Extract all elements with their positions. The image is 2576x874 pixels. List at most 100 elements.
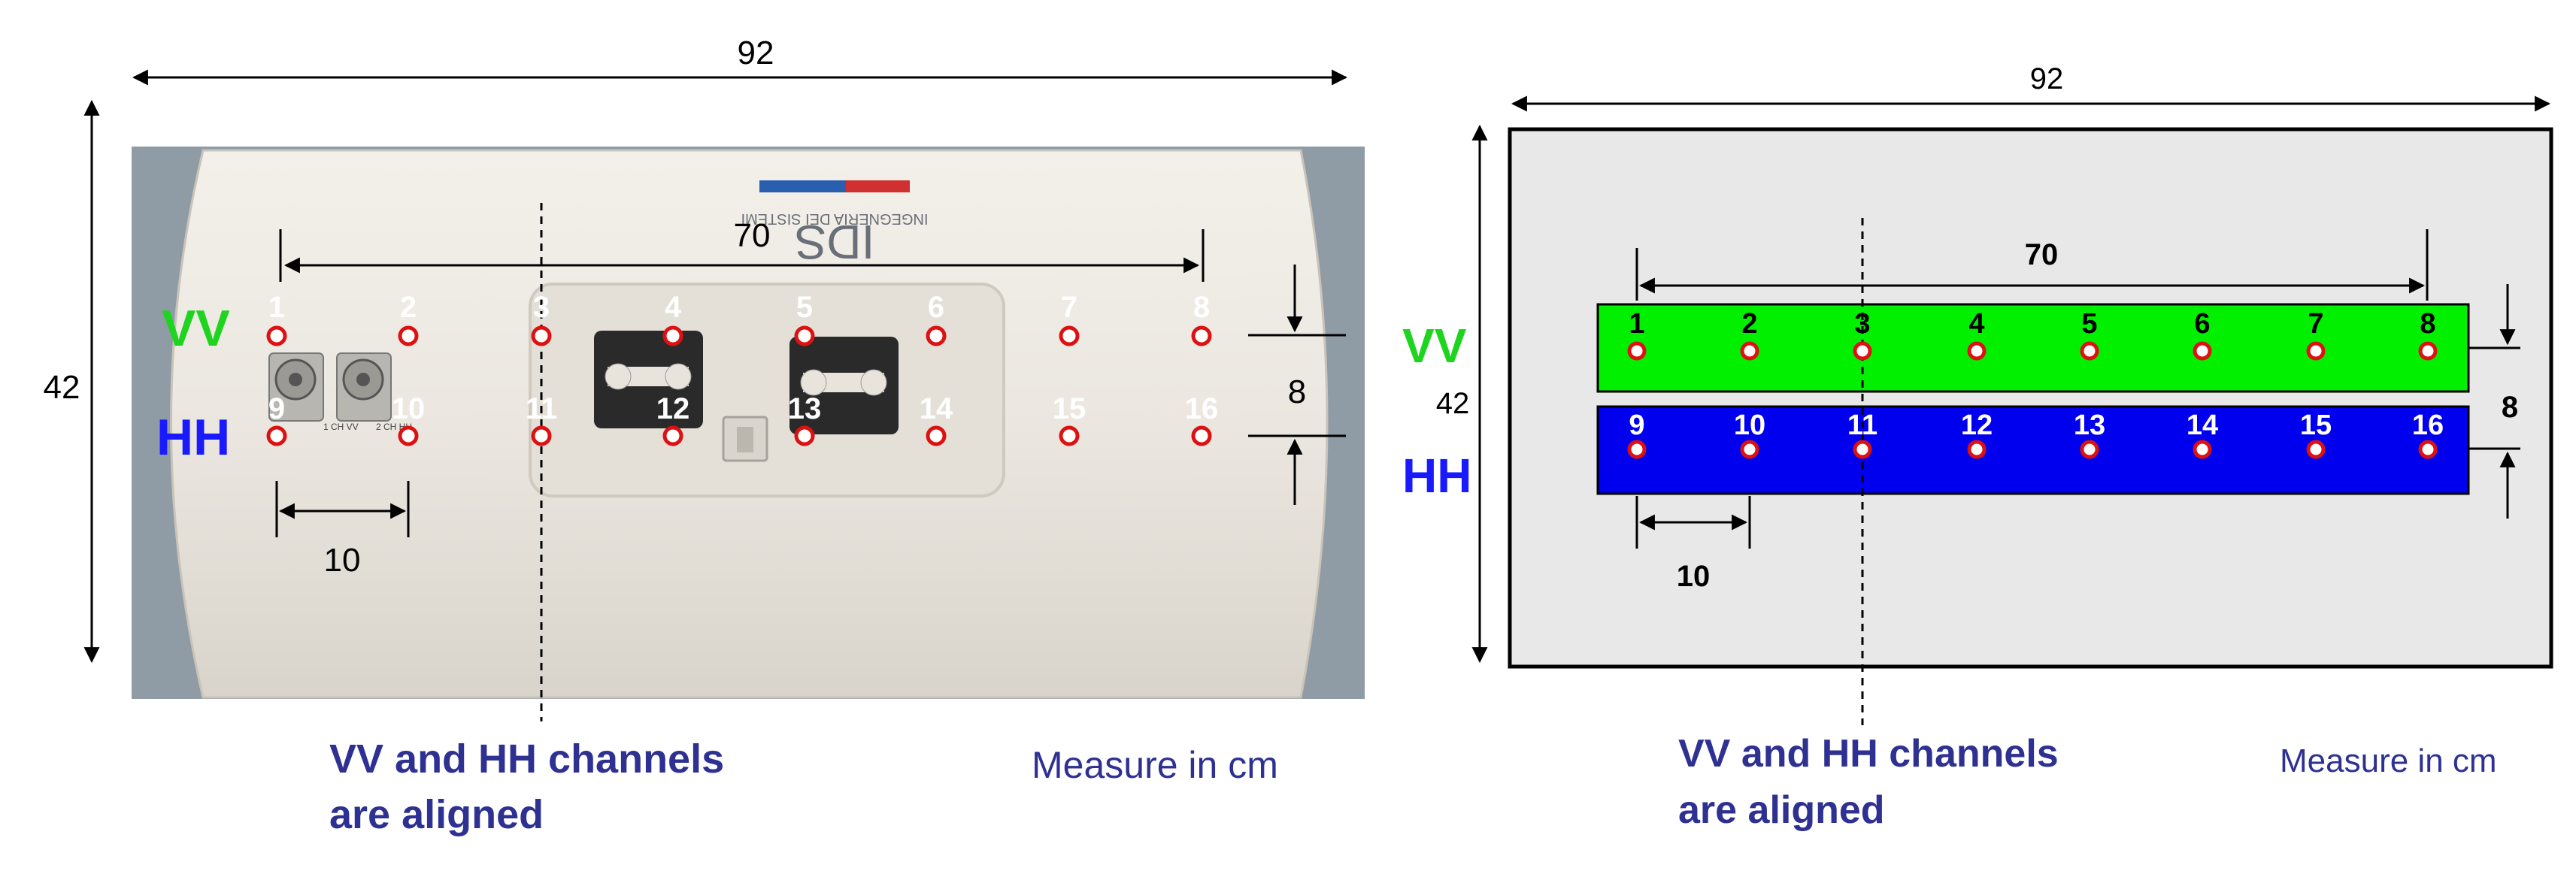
element-marker-1: [1627, 341, 1647, 361]
element-marker-13: [794, 425, 815, 446]
element-marker-3: [1853, 341, 1872, 361]
hh-element-15: 15: [2300, 410, 2332, 459]
hh-bar: [1596, 405, 2470, 495]
element-number-9: 9: [1629, 410, 1644, 441]
center-connector: [722, 416, 768, 462]
element-marker-15: [1059, 425, 1080, 446]
right-hh-label: HH: [1402, 449, 1471, 503]
element-number-12: 12: [656, 392, 690, 425]
vv-element-3: 3: [531, 291, 552, 346]
element-number-10: 10: [1734, 410, 1765, 441]
right-height-label: 42: [1436, 387, 1470, 420]
hh-element-14: 14: [920, 392, 953, 446]
element-number-13: 13: [2074, 410, 2105, 441]
element-number-4: 4: [665, 291, 682, 324]
vv-element-2: 2: [398, 291, 419, 346]
right-panel: 92 42 70 8 10 VV HH: [1402, 62, 2553, 832]
hh-element-16: 16: [2412, 410, 2444, 459]
hh-element-13: 13: [788, 392, 822, 446]
element-number-11: 11: [526, 392, 557, 425]
hh-element-11: 11: [526, 392, 557, 446]
logo-text: IDS: [795, 215, 875, 269]
element-number-8: 8: [2420, 308, 2435, 340]
element-marker-10: [398, 425, 419, 446]
hh-element-13: 13: [2074, 410, 2105, 459]
element-number-16: 16: [2412, 410, 2444, 441]
element-marker-3: [531, 325, 552, 346]
vv-element-5: 5: [794, 291, 815, 346]
element-marker-1: [266, 325, 287, 346]
left-gap-dimension: 8: [1248, 265, 1346, 505]
element-number-10: 10: [392, 392, 426, 425]
left-measure-note: Measure in cm: [1032, 744, 1278, 786]
element-number-2: 2: [400, 291, 417, 324]
element-marker-9: [266, 425, 287, 446]
element-marker-14: [926, 425, 947, 446]
hh-element-12: 12: [1961, 410, 1993, 459]
vv-element-1: 1: [1627, 308, 1647, 361]
element-number-1: 1: [268, 291, 285, 324]
left-width-label: 92: [738, 35, 774, 71]
right-caption-line1: VV and HH channels: [1678, 732, 2059, 776]
element-marker-8: [1191, 325, 1212, 346]
right-span-dimension: 70: [1635, 229, 2429, 301]
element-number-5: 5: [796, 291, 813, 324]
element-number-13: 13: [788, 392, 822, 425]
vv-bar: [1596, 303, 2470, 393]
left-caption-line1: VV and HH channels: [329, 736, 724, 782]
vv-element-6: 6: [2193, 308, 2212, 361]
right-width-dimension: 92: [1511, 62, 2551, 112]
hh-element-12: 12: [656, 392, 690, 446]
logo-subtext: INGEGNERIA DEI SISTEMI: [741, 210, 929, 227]
element-marker-13: [2080, 440, 2099, 459]
element-number-14: 14: [920, 392, 953, 425]
right-vv-label: VV: [1402, 319, 1467, 373]
element-number-15: 15: [2300, 410, 2332, 441]
element-number-6: 6: [928, 291, 944, 324]
hh-element-15: 15: [1053, 392, 1086, 446]
vv-element-6: 6: [926, 291, 947, 346]
element-number-6: 6: [2194, 308, 2210, 340]
vv-element-5: 5: [2080, 308, 2099, 361]
vv-element-4: 4: [662, 291, 683, 346]
left-width-dimension: 92: [132, 35, 1348, 86]
hh-element-9: 9: [1627, 410, 1647, 459]
hh-element-9: 9: [266, 392, 287, 446]
right-measure-note: Measure in cm: [2280, 742, 2497, 779]
element-marker-4: [662, 325, 683, 346]
vv-element-8: 8: [1191, 291, 1212, 346]
element-number-16: 16: [1185, 392, 1219, 425]
left-spacing-label: 10: [324, 542, 361, 579]
element-marker-2: [398, 325, 419, 346]
schematic-board: [1508, 127, 2553, 669]
element-marker-5: [2080, 341, 2099, 361]
left-spacing-dimension: 10: [275, 481, 410, 579]
left-hh-label: HH: [156, 409, 230, 466]
element-number-9: 9: [268, 392, 285, 425]
coax-connectors: 1 CH VV 2 CH HH: [268, 352, 412, 432]
element-marker-8: [2418, 341, 2438, 361]
element-number-5: 5: [2081, 308, 2097, 340]
element-number-2: 2: [1741, 308, 1757, 340]
element-marker-7: [1059, 325, 1080, 346]
left-vv-label: VV: [162, 300, 230, 357]
element-marker-10: [1740, 440, 1759, 459]
element-marker-6: [2193, 341, 2212, 361]
element-number-3: 3: [533, 291, 550, 324]
element-marker-12: [662, 425, 683, 446]
element-marker-4: [1967, 341, 1987, 361]
left-gap-label: 8: [1288, 373, 1306, 410]
right-spacing-dimension: 10: [1635, 496, 1751, 593]
latch-right: [789, 337, 899, 434]
element-marker-11: [1853, 440, 1872, 459]
vv-element-1: 1: [266, 291, 287, 346]
left-span-dimension: 70: [279, 217, 1205, 282]
element-marker-15: [2306, 440, 2326, 459]
element-marker-11: [531, 425, 552, 446]
hh-element-16: 16: [1185, 392, 1219, 446]
element-marker-5: [794, 325, 815, 346]
hh-element-11: 11: [1847, 410, 1877, 459]
element-number-8: 8: [1193, 291, 1210, 324]
element-marker-6: [926, 325, 947, 346]
